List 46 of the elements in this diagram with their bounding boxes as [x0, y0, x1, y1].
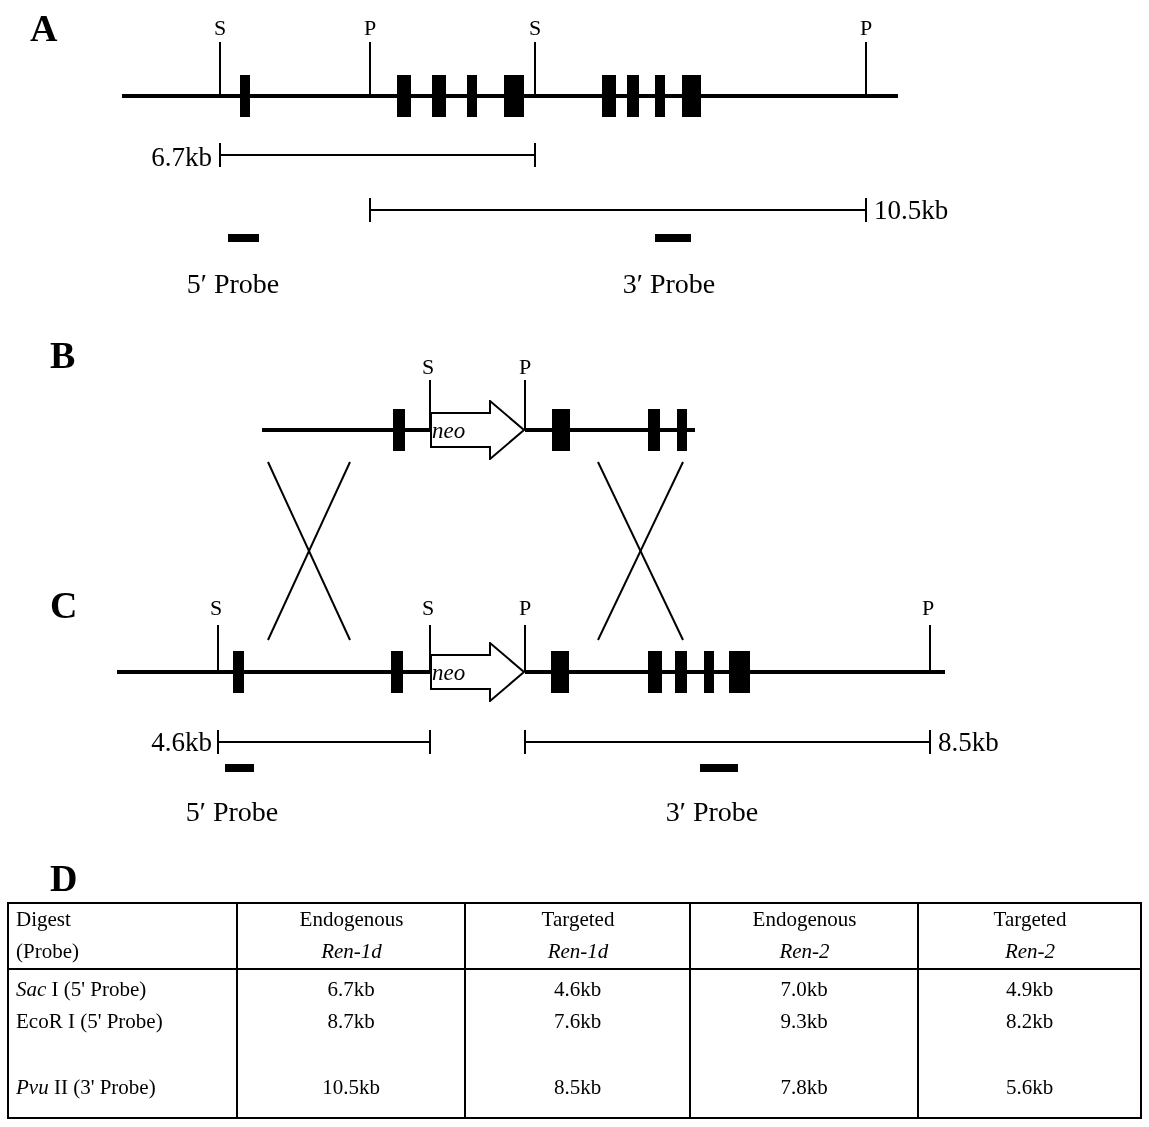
neo-cassette-arrow — [430, 642, 526, 702]
panel-letter: A — [30, 9, 58, 47]
fragment-size: 4.6kb — [151, 728, 212, 756]
fragment-size: 7.6kb — [552, 1008, 603, 1035]
panel-letter: B — [50, 336, 76, 374]
site-letter: P — [363, 17, 377, 39]
site-letter: P — [518, 356, 532, 378]
fragment-size: 10.5kb — [874, 196, 949, 224]
fragment-size: 5.6kb — [1004, 1074, 1055, 1101]
row-label: EcoR I (5' Probe) — [16, 1008, 164, 1035]
column-header: Endogenous Ren-2 — [751, 906, 858, 965]
site-letter: P — [859, 17, 873, 39]
probe-label: 3′ Probe — [665, 798, 759, 826]
fragment-size: 8.5kb — [938, 728, 999, 756]
site-letter: S — [528, 17, 542, 39]
column-header: Targeted Ren-1d — [540, 906, 616, 965]
fragment-size: 9.3kb — [779, 1008, 829, 1035]
site-letter: S — [421, 356, 435, 378]
fragment-size: 8.2kb — [1004, 1008, 1055, 1035]
panel-letter: C — [50, 586, 78, 624]
fragment-size: 4.6kb — [552, 976, 603, 1003]
panel-letter: D — [50, 859, 78, 897]
fragment-size: 8.7kb — [326, 1008, 376, 1035]
fragment-size: 7.8kb — [779, 1074, 829, 1101]
gene-name: neo — [432, 418, 466, 442]
site-letter: P — [518, 597, 532, 619]
fragment-size: 8.5kb — [552, 1074, 603, 1101]
site-letter: S — [421, 597, 435, 619]
probe-label: 3′ Probe — [622, 270, 716, 298]
fragment-size: 10.5kb — [321, 1074, 381, 1101]
site-letter: S — [213, 17, 227, 39]
row-header-label: Digest (Probe) — [16, 906, 80, 965]
site-letter: S — [209, 597, 223, 619]
column-header: Targeted Ren-2 — [992, 906, 1068, 965]
neo-cassette-arrow — [430, 400, 526, 460]
row-label: Pvu II (3' Probe) — [16, 1074, 157, 1101]
row-label: Sac I (5' Probe) — [16, 976, 148, 1003]
fragment-size: 7.0kb — [779, 976, 829, 1003]
fragment-size: 4.9kb — [1004, 976, 1055, 1003]
probe-label: 5′ Probe — [185, 798, 279, 826]
column-header: Endogenous Ren-1d — [298, 906, 405, 965]
probe-label: 5′ Probe — [186, 270, 280, 298]
gene-name: neo — [432, 660, 466, 684]
site-letter: P — [921, 597, 935, 619]
fragment-size: 6.7kb — [326, 976, 376, 1003]
fragment-size: 6.7kb — [151, 143, 212, 171]
